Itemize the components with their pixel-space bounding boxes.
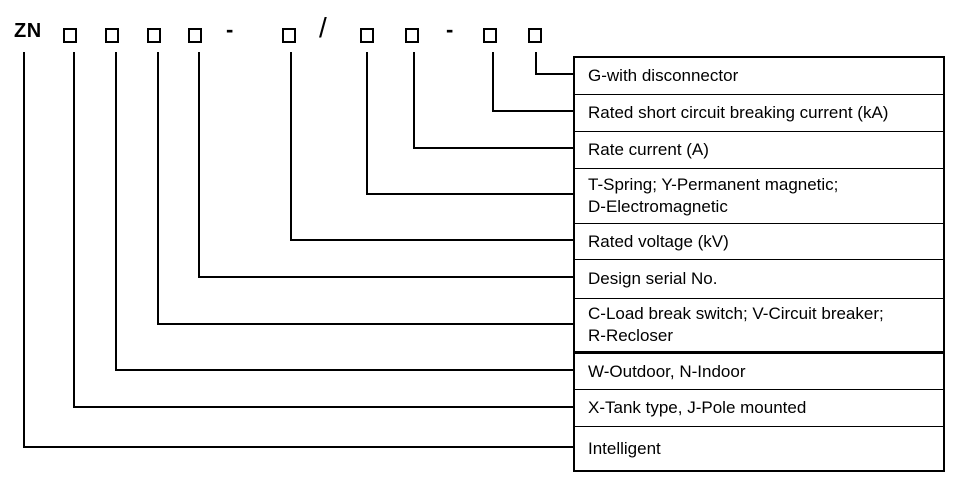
table-row: T-Spring; Y-Permanent magnetic; D-Electr…: [575, 169, 943, 224]
connector-mount-type: [73, 52, 573, 408]
row-label: C-Load break switch; V-Circuit breaker; …: [588, 304, 884, 345]
table-row: Rated short circuit breaking current (kA…: [575, 95, 943, 132]
connector-design-serial: [198, 52, 573, 278]
code-placeholder-box: [360, 28, 374, 43]
model-prefix: ZN: [14, 20, 42, 42]
row-label: Rated voltage (kV): [588, 231, 729, 251]
row-label: W-Outdoor, N-Indoor: [588, 361, 746, 381]
designation-legend-table: G-with disconnector Rated short circuit …: [573, 56, 945, 472]
row-label: G-with disconnector: [588, 66, 739, 85]
code-placeholder-box: [282, 28, 296, 43]
connector-rated-voltage: [290, 52, 573, 241]
connector-with-disconnector: [535, 52, 573, 75]
table-row: Design serial No.: [575, 260, 943, 299]
table-row: Rated voltage (kV): [575, 224, 943, 260]
table-row: G-with disconnector: [575, 58, 943, 95]
table-row: X-Tank type, J-Pole mounted: [575, 390, 943, 427]
code-placeholder-box: [105, 28, 119, 43]
connector-rate-current: [413, 52, 573, 149]
connector-switch-type: [157, 52, 573, 325]
table-row: Rate current (A): [575, 132, 943, 169]
code-placeholder-box: [147, 28, 161, 43]
row-label: Rate current (A): [588, 140, 709, 159]
row-label: X-Tank type, J-Pole mounted: [588, 398, 807, 417]
code-placeholder-box: [188, 28, 202, 43]
connector-breaking-current: [492, 52, 573, 112]
code-placeholder-box: [63, 28, 77, 43]
row-label: Rated short circuit breaking current (kA…: [588, 103, 889, 122]
table-row: C-Load break switch; V-Circuit breaker; …: [575, 299, 943, 354]
code-separator-dash: -: [446, 17, 454, 42]
code-separator-slash: /: [319, 12, 327, 43]
row-label: T-Spring; Y-Permanent magnetic; D-Electr…: [588, 175, 839, 216]
table-row: Intelligent: [575, 427, 943, 470]
connector-installation: [115, 52, 573, 371]
table-row: W-Outdoor, N-Indoor: [575, 354, 943, 390]
code-separator-dash: -: [226, 17, 234, 42]
row-label: Design serial No.: [588, 269, 718, 288]
code-placeholder-box: [405, 28, 419, 43]
code-placeholder-box: [528, 28, 542, 43]
connector-intelligent: [23, 52, 573, 448]
row-label: Intelligent: [588, 438, 661, 458]
code-placeholder-box: [483, 28, 497, 43]
connector-operating-mechanism: [366, 52, 573, 195]
